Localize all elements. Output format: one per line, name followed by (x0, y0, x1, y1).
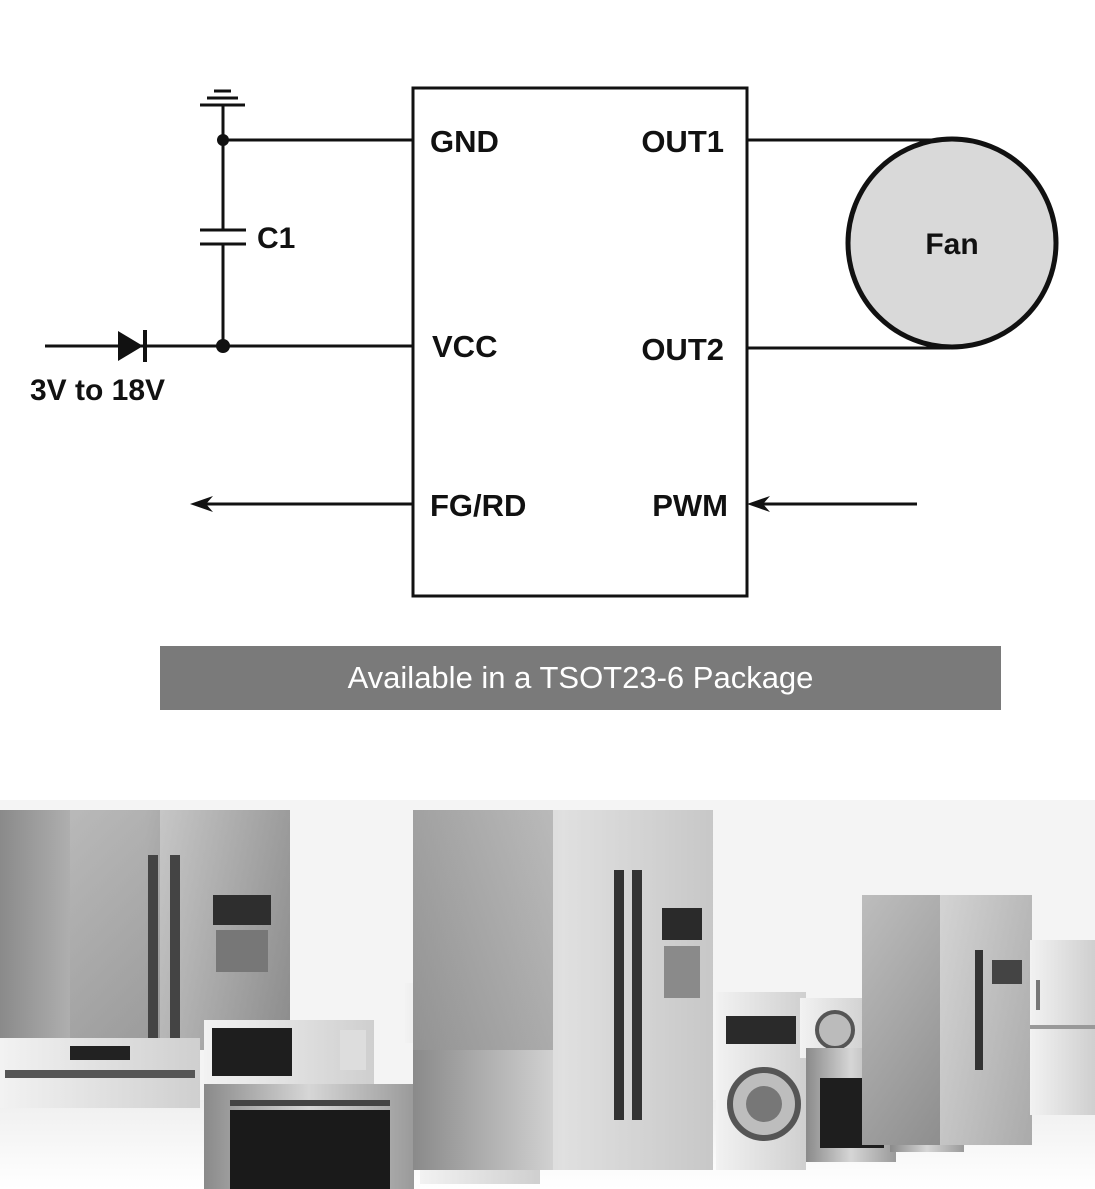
pin-pwm-label: PWM (652, 488, 728, 523)
microwave-left (204, 1020, 374, 1084)
left-refrigerator (0, 810, 290, 1050)
oven-left (204, 1084, 414, 1189)
capacitor-label: C1 (257, 222, 295, 255)
ground-symbol (200, 89, 245, 140)
package-banner: Available in a TSOT23-6 Package (160, 646, 1001, 710)
ic-package-body (411, 86, 749, 598)
pin-out2-label: OUT2 (641, 332, 724, 367)
pin-vcc-label: VCC (432, 329, 497, 364)
pin-fg-rd-label: FG/RD (430, 488, 526, 523)
supply-voltage-label: 3V to 18V (30, 374, 165, 407)
center-refrigerator (413, 810, 713, 1170)
vcc-junction-dot (216, 339, 230, 353)
pwm-input-arrow (747, 496, 917, 512)
fan-label: Fan (925, 228, 978, 261)
diode-symbol (118, 330, 147, 362)
circuit-schematic: GND VCC FG/RD OUT1 OUT2 PWM C1 3V to 18V (30, 86, 1059, 598)
package-banner-text: Available in a TSOT23-6 Package (347, 660, 814, 695)
pin-out1-label: OUT1 (641, 124, 724, 159)
pin-gnd-label: GND (430, 124, 499, 159)
oven-stack-right (716, 992, 806, 1170)
far-right-refrigerator (1030, 940, 1095, 1115)
right-refrigerator (862, 895, 1032, 1145)
fan-circle (845, 136, 1059, 350)
fg-rd-output-arrow (190, 496, 413, 512)
capacitor-c1 (200, 140, 246, 346)
appliances-photo (0, 800, 1095, 1189)
